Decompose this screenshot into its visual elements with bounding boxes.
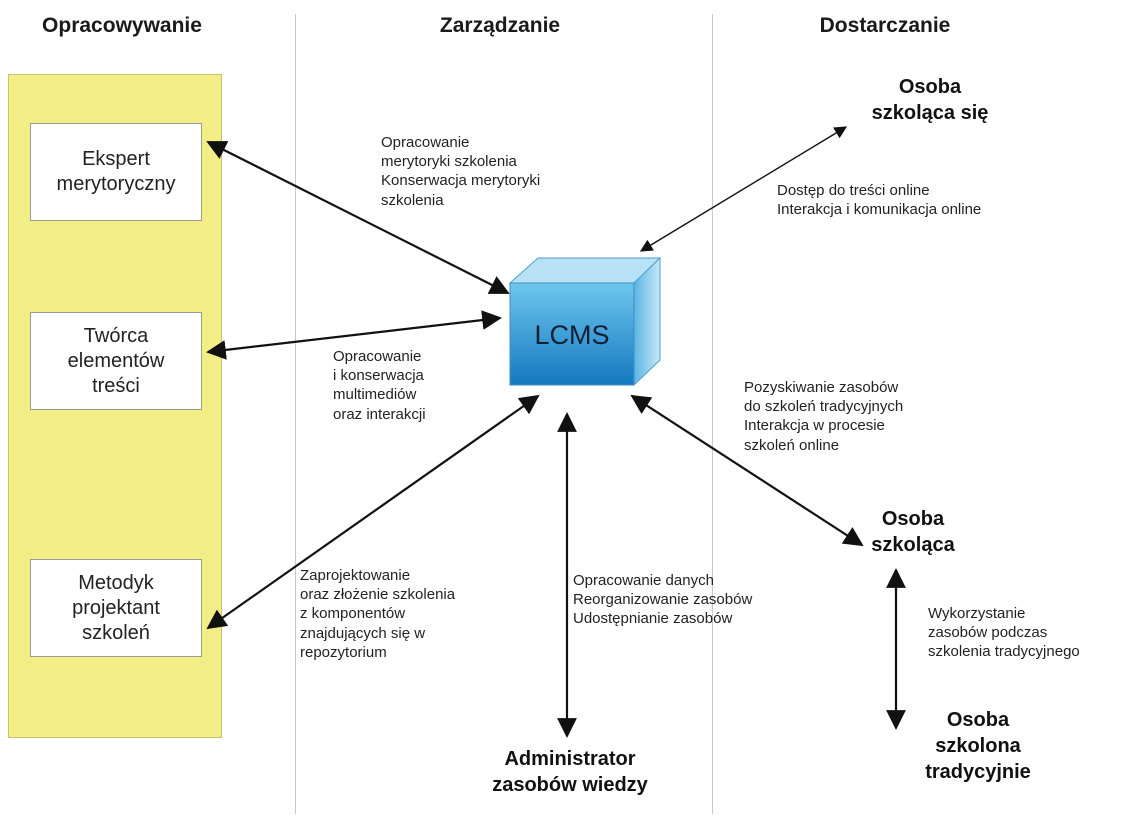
arrow-tworca-lcms [206,310,502,360]
actor-ekspert-label: Ekspert merytoryczny [56,148,176,195]
arrow-learner-lcms [639,126,848,252]
note-tworca: Opracowanie i konserwacja multimediów or… [333,348,426,423]
role-trainer: Osoba szkoląca [871,508,955,556]
role-admin: Administrator zasobów wiedzy [492,748,648,796]
arrow-trainer-lcms [630,394,864,547]
actor-tworca-elementow: Twórca elementów treści [30,312,202,410]
note-traditional: Wykorzystanie zasobów podczas szkolenia … [928,605,1080,661]
note-admin: Opracowanie danych Reorganizowanie zasob… [573,572,753,628]
lcms-cube-front [509,282,635,386]
actor-ekspert-merytoryczny: Ekspert merytoryczny [30,123,202,221]
role-learner: Osoba szkoląca się [871,76,989,124]
column-header-dostarczanie: Dostarczanie [819,14,951,37]
arrow-metodyk-lcms [206,394,540,630]
arrow-ekspert-lcms [206,141,510,294]
note-ekspert: Opracowanie merytoryki szkolenia Konserw… [381,134,541,209]
actor-metodyk-projektant: Metodyk projektant szkoleń [30,559,202,657]
note-trainer: Pozyskiwanie zasobów do szkoleń tradycyj… [744,379,904,454]
column-header-opracowywanie: Opracowywanie [42,14,202,37]
lcms-label: LCMS [534,320,609,350]
note-learner: Dostęp do treści online Interakcja i kom… [777,182,982,219]
note-metodyk: Zaprojektowanie oraz złożenie szkolenia … [300,567,456,661]
role-traditional: Osoba szkolona tradycyjnie [925,709,1031,783]
actor-tworca-label: Twórca elementów treści [67,324,165,397]
lcms-cube: LCMS [508,256,662,387]
actor-metodyk-label: Metodyk projektant szkoleń [72,571,160,644]
column-header-zarzadzanie: Zarządzanie [439,14,561,37]
